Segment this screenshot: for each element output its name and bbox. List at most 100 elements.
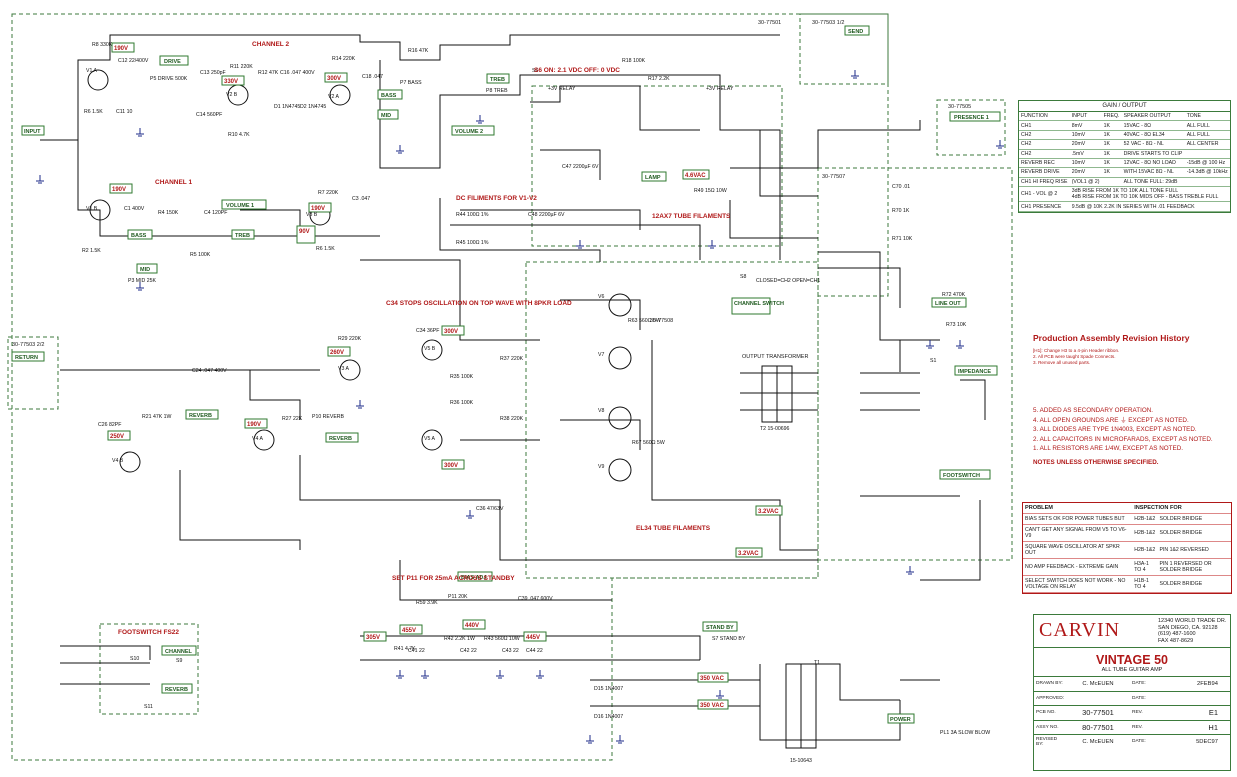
relay-label-1: +3V RELAY [548,86,576,92]
component-label: R14 220K [332,56,356,62]
component-label: C41 22 [408,648,425,654]
component-label: V2 A [328,94,339,100]
label-dc-filaments: DC FILIMENTS FOR V1-V2 [456,195,537,202]
component-label: R6 1.5K [84,109,103,115]
component-label: C14 560PF [196,112,222,118]
label-treb-ch1: TREB [235,233,250,239]
revision-title: Production Assembly Revision History [1033,333,1190,343]
component-label: R27 22K [282,416,303,422]
voltage-tag: 455V [402,628,416,634]
drawn-date-value: 2FEB94 [1197,680,1218,687]
table-header: INSPECTION FOR [1132,503,1231,514]
component-label: V5 A [424,436,435,442]
assy-label: ASSY NO. [1036,724,1059,730]
component-label: C42 22 [460,648,477,654]
table-row: CH1 HI FREQ RISE(VOL1 @ 2)ALL TONE FULL:… [1019,177,1230,188]
label-return: RETURN [15,355,38,361]
tube-v4b [119,451,141,473]
component-label: R21 47K 1W [142,414,172,420]
component-label: R35 100K [450,374,474,380]
table-cell: 1K [1101,139,1122,150]
table-header: FUNCTION [1019,112,1070,122]
table-cell: .5mV [1069,149,1102,159]
component-label: R71 10K [892,236,913,242]
component-label: S6 [532,68,538,74]
table-cell: 1K [1101,130,1122,141]
carvin-logo: CARVIN [1039,619,1121,641]
label-lamp: LAMP [645,175,661,181]
title-block-header: CARVIN 12340 WORLD TRADE DR. SAN DIEGO, … [1034,615,1230,648]
table-cell: 20mV [1069,139,1102,150]
voltage-tag: 190V [311,206,325,212]
component-label: S7 STAND BY [712,636,746,642]
label-channel-1: CHANNEL 1 [155,179,192,186]
component-label: D15 1N4007 [594,686,623,692]
tube-v1a [87,69,109,91]
revised-by-value: C. McEUEN [1082,738,1114,745]
address-line: FAX 487-8629 [1158,637,1194,644]
table-cell: CH2 [1019,149,1070,159]
component-label: C48 2200µF 6V [528,212,565,218]
board-outline-relay [531,85,783,247]
component-label: V1 A [86,68,97,74]
table-cell: SQUARE WAVE OSCILLATOR AT SPKR OUT [1023,541,1133,559]
table-cell: -14.3dB @ 10kHz [1184,167,1230,178]
assy-number: 80-77501 [1082,722,1114,732]
drawn-by-row: DRAWN BY: C. McEUEN DATE: 2FEB94 [1034,677,1230,692]
table-cell: H2B-1&2 [1132,524,1158,542]
component-label: C18 .047 [362,74,383,80]
address-line: SAN DIEGO, CA. 92128 [1158,624,1218,631]
label-mid-ch2: MID [381,113,391,119]
component-label: C26 82PF [98,422,121,428]
table-cell: CH1 - VOL @ 2 [1019,186,1070,203]
board-outline-30-77503-bottom [7,336,59,410]
table-cell [1101,177,1122,188]
bus-wires [40,34,986,741]
component-label: C47 2200µF 6V [562,164,599,170]
bias-note: SET P11 FOR 25mA ACROSS STANDBY [392,575,515,582]
component-label: S11 [144,704,153,710]
component-label: V5 B [424,346,436,352]
relay-label-2: +3V RELAY [706,86,734,92]
label-fs-channel: CHANNEL [165,649,193,655]
tube-v1b [89,199,111,221]
table-cell: 10mV [1069,130,1102,141]
voltage-tag: 260V [330,350,344,356]
voltage-tag: 190V [247,422,261,428]
component-label: R38 220K [500,416,524,422]
title-block: CARVIN 12340 WORLD TRADE DR. SAN DIEGO, … [1033,614,1231,771]
label-reverb-pot: REVERB [329,436,352,442]
board-outline-30-77507 [817,167,1013,561]
board-id-send: 30-77503 1/2 [812,20,844,26]
table-cell: 9.5dB @ 10K 2.2K IN SERIES WITH .01 FEED… [1069,201,1230,212]
component-label: R36 100K [450,400,474,406]
table-cell: BIAS SETS OK FOR POWER TUBES BUT [1023,513,1133,525]
voltage-tag: 440V [465,623,479,629]
schematic-general-notes: 5. ADDED AS SECONDARY OPERATION. 4. ALL … [1033,406,1229,468]
table-row: SELECT SWITCH DOES NOT WORK - NO VOLTAGE… [1023,575,1231,593]
table-cell: CH1 [1019,120,1070,131]
table-cell: WITH 15VAC 8Ω - NL [1121,167,1185,178]
model-subtitle: ALL TUBE GUITAR AMP [1034,667,1230,677]
component-label: R16 47K [408,48,429,54]
voltage-tag: 350 VAC [700,676,725,682]
label-12ax7-filaments: 12AX7 TUBE FILAMENTS [652,213,731,220]
label-input: INPUT [24,129,41,135]
component-label: C3 .047 [352,196,370,202]
gain-output-table: GAIN / OUTPUT FUNCTION INPUT FREQ. SPEAK… [1018,100,1231,213]
pcb-row: PCB NO. 30-77501 REV. E1 [1034,706,1230,721]
table-cell: CAN'T GET ANY SIGNAL FROM V5 TO V6-V9 [1023,524,1133,542]
component-label: V1 B [86,206,98,212]
section-labels: INPUT DRIVE CHANNEL 2 CHANNEL 1 VOLUME 1… [11,25,1001,724]
component-label: C16 .047 400V [280,70,315,76]
revised-date-value: 5DEC97 [1196,738,1218,745]
assy-row: ASSY NO. 80-77501 REV. H1 [1034,721,1230,735]
component-label: V7 [598,352,604,358]
component-label: R72 470K [942,292,966,298]
board-id-presence: 30-77505 [948,104,971,110]
table-header: FREQ. [1101,112,1122,122]
